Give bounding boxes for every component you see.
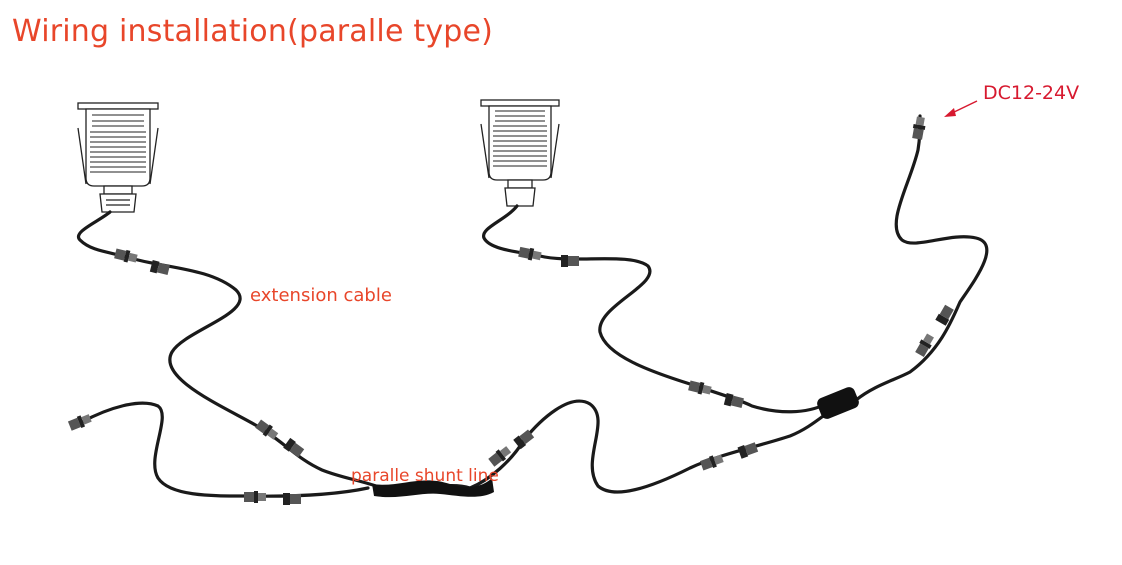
diagram-title: Wiring installation(paralle type) [12, 14, 494, 49]
light-fixture-2 [480, 99, 560, 207]
shunt-body [372, 478, 494, 498]
extension-cable-label: extension cable [250, 285, 392, 306]
shunt-line-label: paralle shunt line [351, 466, 499, 486]
light-fixture-1 [77, 102, 159, 213]
power-arrow [944, 100, 978, 117]
cables [76, 114, 989, 498]
power-label: DC12-24V [983, 82, 1080, 104]
splitter-block [817, 387, 859, 419]
